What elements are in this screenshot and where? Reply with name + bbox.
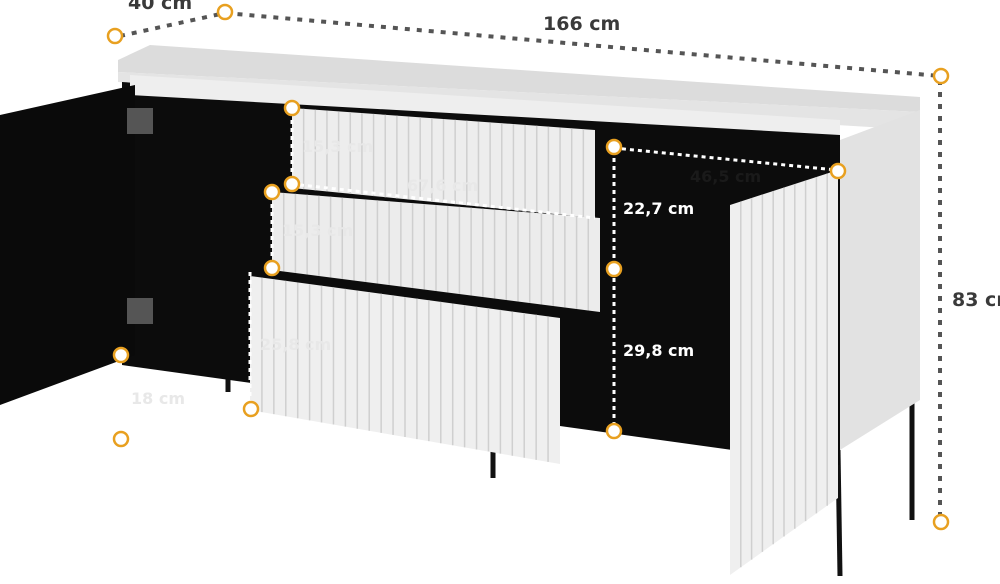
cabinet-side	[840, 110, 920, 450]
drawer-width-label: 67,6 cm	[407, 176, 478, 195]
compartment-depth-label: 46,5 cm	[690, 167, 761, 186]
hinge-icon	[127, 298, 153, 324]
shelf-lower-height-label: 29,8 cm	[623, 341, 694, 360]
drawer-bottom-height-label: 25,8 cm	[260, 335, 331, 354]
drawer-top-height-label: 15,3 cm	[302, 137, 373, 156]
depth-label: 40 cm	[128, 0, 192, 14]
cabinet-top	[118, 45, 920, 112]
width-label: 166 cm	[543, 13, 620, 35]
dimension-markers	[106, 3, 950, 531]
hinge-icon	[127, 108, 153, 134]
height-label: 83 cm	[952, 289, 1000, 311]
leg-height-label: 18 cm	[131, 389, 185, 408]
left-door[interactable]	[0, 85, 135, 405]
drawer-middle-height-label: 15,3 cm	[282, 221, 353, 240]
legs	[225, 365, 915, 577]
shelf-upper-height-label: 22,7 cm	[623, 199, 694, 218]
